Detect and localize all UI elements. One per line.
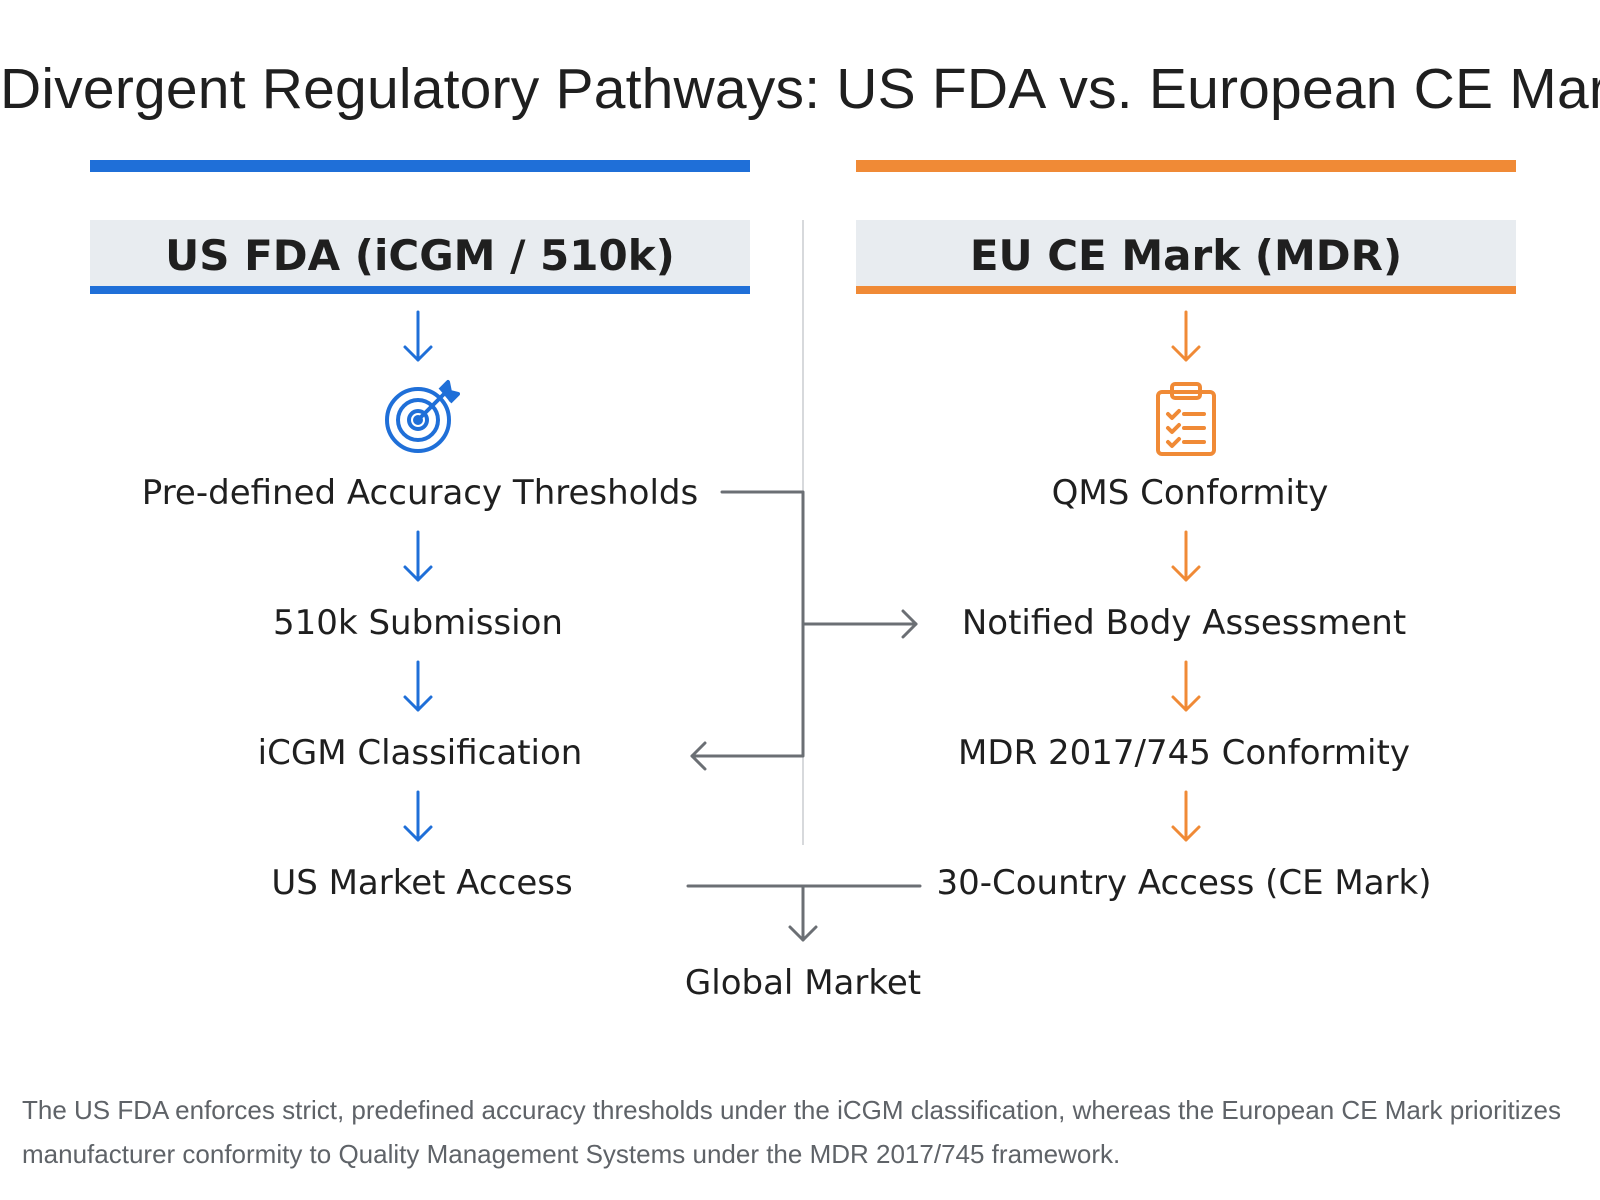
figure-caption: The US FDA enforces strict, predefined a…: [22, 1095, 1562, 1169]
eu-arrow-4: [1171, 790, 1201, 842]
us-arrow-1: [403, 310, 433, 362]
us-header-box: US FDA (iCGM / 510k): [90, 220, 750, 294]
us-step-icgm-classification: iCGM Classification: [258, 733, 583, 773]
eu-arrow-3: [1171, 660, 1201, 712]
us-top-accent-bar: [90, 160, 750, 172]
eu-top-accent-bar: [856, 160, 1516, 172]
eu-arrow-1: [1171, 310, 1201, 362]
eu-step-notified-body: Notified Body Assessment: [962, 603, 1406, 643]
merge-connector: [686, 884, 922, 942]
eu-header-box: EU CE Mark (MDR): [856, 220, 1516, 294]
us-step-accuracy-thresholds: Pre-defined Accuracy Thresholds: [142, 473, 698, 513]
us-arrow-2: [403, 530, 433, 582]
target-icon: [385, 380, 460, 453]
eu-step-mdr-conformity: MDR 2017/745 Conformity: [958, 733, 1410, 773]
pathway-diagram: US FDA (iCGM / 510k) EU CE Mark (MDR): [90, 160, 1516, 1003]
eu-step-country-access: 30-Country Access (CE Mark): [936, 863, 1431, 903]
us-arrow-3: [403, 660, 433, 712]
us-step-510k-submission: 510k Submission: [273, 603, 563, 643]
global-market-label: Global Market: [685, 963, 921, 1003]
eu-header-label: EU CE Mark (MDR): [970, 231, 1402, 280]
eu-arrow-2: [1171, 530, 1201, 582]
us-arrow-4: [403, 790, 433, 842]
us-header-label: US FDA (iCGM / 510k): [165, 231, 675, 280]
page-title: Divergent Regulatory Pathways: US FDA vs…: [0, 57, 1600, 121]
eu-step-qms-conformity: QMS Conformity: [1052, 473, 1329, 513]
clipboard-checklist-icon: [1156, 382, 1216, 456]
us-step-market-access: US Market Access: [271, 863, 572, 903]
cross-connector: [690, 490, 918, 771]
